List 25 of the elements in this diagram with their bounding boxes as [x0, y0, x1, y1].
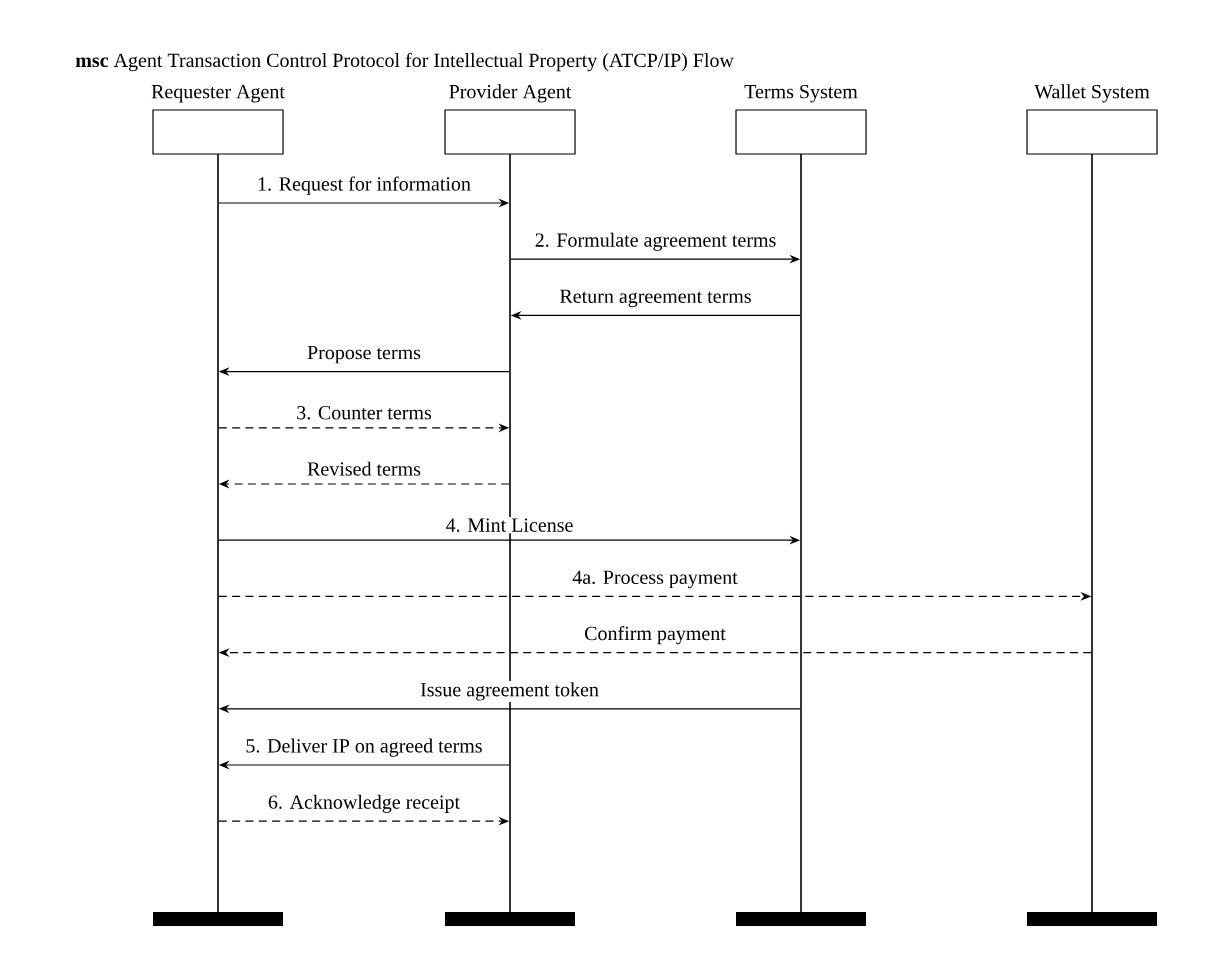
end-bar [1027, 912, 1157, 926]
node-label: Wallet System [1034, 84, 1150, 103]
message-label: Confirm payment [582, 624, 728, 646]
message-label: 1. Request for information [255, 175, 473, 197]
instance-head: Requester Agent [151, 84, 285, 155]
title: msc Agent Transaction Control Protocol for Intellectual Property (ATCP/IP) Flow [75, 52, 734, 72]
message-label: 3. Counter terms [294, 404, 434, 421]
message-label: 6. Acknowledge receipt [266, 793, 462, 815]
message-label: 5. Deliver IP on agreed terms [244, 737, 484, 759]
message-label: Issue agreement token [418, 681, 601, 702]
message-label: 4a. Process payment [570, 569, 740, 590]
instance-head: Wallet System [1026, 84, 1158, 155]
node-label: Requester Agent [151, 84, 285, 103]
node-label: Provider Agent [449, 84, 572, 103]
end-bar [445, 912, 575, 926]
message-label: Revised terms [305, 460, 423, 478]
end-bar [736, 912, 866, 926]
node-label: Terms System [744, 84, 858, 103]
message-label: Return agreement terms [558, 288, 753, 309]
instance-head: Provider Agent [444, 84, 576, 155]
message-label: 2. Formulate agreement terms [533, 231, 778, 253]
instance-head: Terms System [735, 84, 867, 155]
end-bar [153, 912, 283, 926]
message-label: Propose terms [305, 344, 423, 365]
message-label: 4. Mint License [444, 517, 575, 534]
